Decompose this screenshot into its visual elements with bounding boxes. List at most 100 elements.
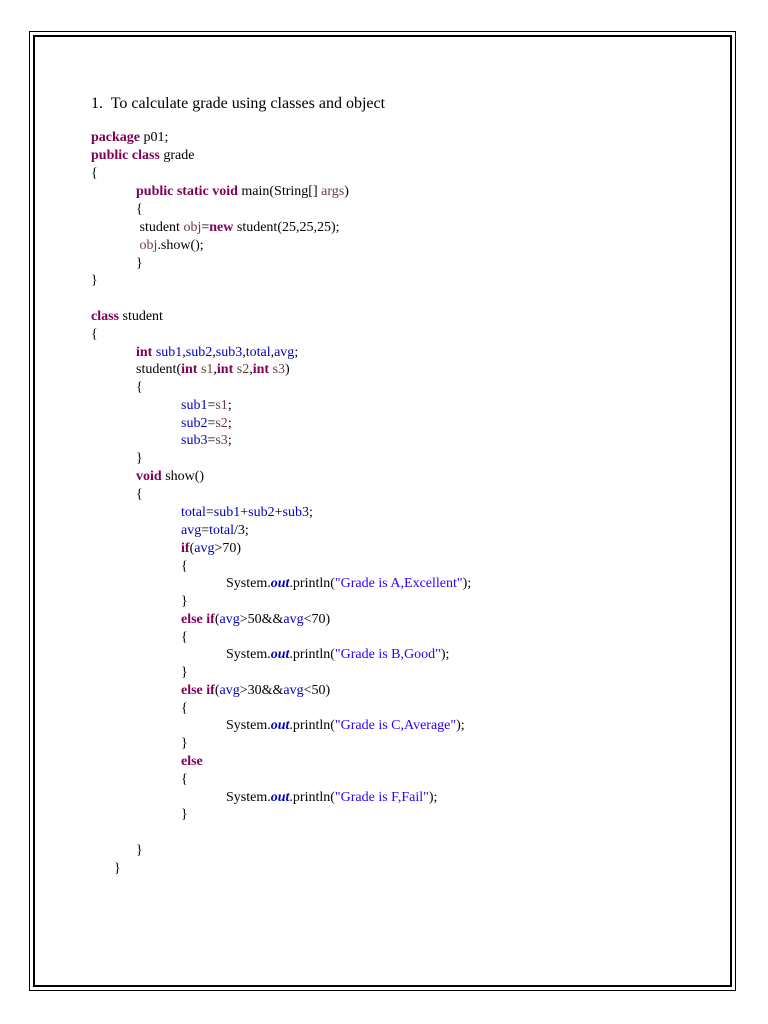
code-token: else if	[181, 683, 215, 698]
code-token: student(25,25,25);	[233, 220, 340, 235]
code-token: >70)	[214, 541, 242, 556]
code-token: }	[181, 736, 188, 751]
code-token: total	[245, 345, 271, 360]
code-token: System.	[226, 576, 271, 591]
code-token: s3	[215, 433, 228, 448]
code-line: avg=total/3;	[181, 522, 249, 540]
code-line: public static void main(String[] args)	[136, 183, 349, 201]
code-token: {	[136, 380, 143, 395]
code-token: .println(	[289, 718, 335, 733]
code-token: ,	[213, 362, 217, 377]
code-line: total=sub1+sub2+sub3;	[181, 504, 313, 522]
section-heading: 1. To calculate grade using classes and …	[91, 94, 385, 114]
code-token: total	[181, 505, 206, 520]
code-token: out	[270, 718, 290, 733]
code-token: s3	[272, 362, 285, 377]
code-token: student(	[136, 362, 182, 377]
code-token: <50)	[303, 683, 331, 698]
code-token: if	[181, 541, 190, 556]
code-token: {	[91, 166, 98, 181]
code-line: {	[91, 326, 98, 344]
code-token: }	[136, 256, 143, 271]
code-token: out	[270, 790, 290, 805]
code-token: package	[91, 130, 140, 145]
code-token: "Grade is F,Fail"	[334, 790, 429, 805]
code-token: ,	[212, 345, 216, 360]
code-token: obj	[139, 238, 158, 253]
code-token: );	[428, 790, 438, 805]
code-line: }	[181, 664, 188, 682]
code-token: s2	[236, 362, 250, 377]
code-token: int	[216, 362, 234, 377]
code-token: ,	[249, 362, 253, 377]
code-token: ;	[227, 416, 232, 431]
code-token: else	[181, 754, 203, 769]
code-token: avg	[219, 612, 240, 627]
code-line: sub1=s1;	[181, 397, 232, 415]
code-token: }	[136, 451, 143, 466]
code-token: )	[344, 184, 349, 199]
code-token: show()	[161, 469, 205, 484]
code-line: else if(avg>50&&avg<70)	[181, 611, 330, 629]
code-token: avg	[194, 541, 215, 556]
code-token: main(String[]	[237, 184, 322, 199]
code-line: }	[136, 450, 143, 468]
heading-number: 1.	[91, 95, 103, 112]
code-token: student	[136, 220, 184, 235]
code-line: }	[181, 593, 188, 611]
code-token: new	[209, 220, 234, 235]
code-token: int	[136, 345, 153, 360]
code-token: class	[91, 309, 119, 324]
code-token: .println(	[289, 790, 335, 805]
code-token: (	[214, 683, 220, 698]
code-token: sub3	[215, 345, 243, 360]
code-token: System.	[226, 718, 271, 733]
code-line: class student	[91, 308, 163, 326]
code-token: .println(	[289, 576, 335, 591]
code-token: +	[240, 505, 249, 520]
code-line: {	[181, 771, 188, 789]
code-line: sub3=s3;	[181, 432, 232, 450]
code-token: .show();	[157, 238, 204, 253]
code-token: s2	[215, 416, 228, 431]
code-token: args	[321, 184, 345, 199]
code-token: total	[209, 523, 235, 538]
code-token: "Grade is A,Excellent"	[334, 576, 463, 591]
code-line: {	[136, 379, 143, 397]
code-token: p01;	[140, 130, 169, 145]
code-line: {	[136, 201, 143, 219]
code-token: {	[91, 327, 98, 342]
code-token: /3;	[234, 523, 249, 538]
code-token: }	[181, 807, 188, 822]
code-token: s1	[200, 362, 214, 377]
code-token: out	[270, 647, 290, 662]
code-token: =	[201, 220, 210, 235]
code-token: sub3	[181, 433, 208, 448]
code-line: }	[136, 842, 143, 860]
code-line: }	[181, 806, 188, 824]
page-border-inner	[33, 35, 732, 987]
code-token: sub2	[185, 345, 213, 360]
code-token: avg	[283, 683, 304, 698]
page-border-outer	[29, 31, 736, 991]
code-token: =	[205, 505, 214, 520]
code-token: >50&&	[239, 612, 284, 627]
code-token: student	[119, 309, 163, 324]
code-token: void	[136, 469, 162, 484]
code-line: System.out.println("Grade is A,Excellent…	[226, 575, 471, 593]
code-token: }	[114, 861, 121, 876]
code-token: sub1	[213, 505, 241, 520]
code-token: out	[270, 576, 290, 591]
code-line: }	[114, 860, 121, 878]
code-token: avg	[181, 523, 202, 538]
code-line: package p01;	[91, 129, 168, 147]
code-token: avg	[283, 612, 304, 627]
code-token: ;	[227, 433, 232, 448]
code-line: {	[181, 629, 188, 647]
code-line: }	[181, 735, 188, 753]
code-line: System.out.println("Grade is F,Fail");	[226, 789, 437, 807]
code-token: int	[181, 362, 198, 377]
code-token: sub2	[248, 505, 275, 520]
code-token: =	[201, 523, 210, 538]
code-line: {	[181, 700, 188, 718]
